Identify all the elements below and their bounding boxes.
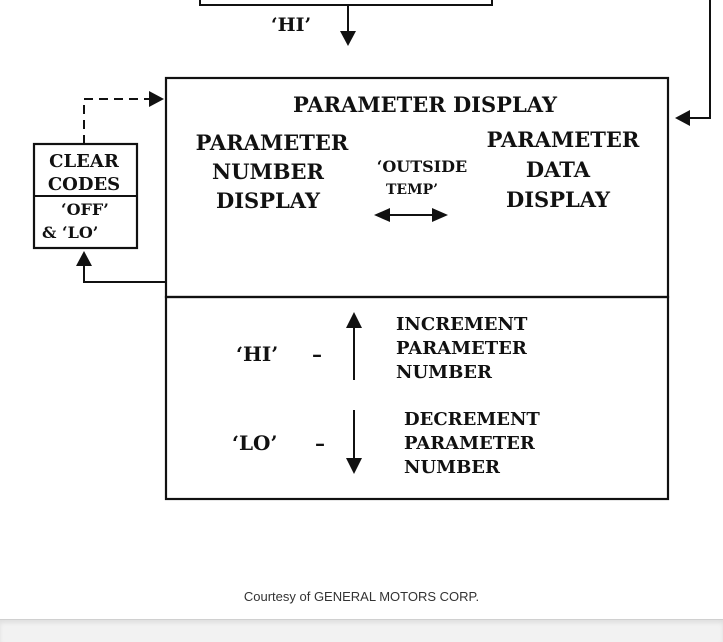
lo-dash: – [315, 431, 325, 455]
footer-bar [0, 619, 723, 642]
hi-dash: – [312, 342, 322, 366]
right-label-line-3: DISPLAY [506, 187, 611, 212]
return-arrow-head [76, 251, 92, 266]
right-feed-arrow-head [675, 110, 690, 126]
return-line [83, 264, 166, 283]
center-label-line-2: TEMP’ [386, 182, 438, 198]
dashed-feedback-line [83, 98, 150, 144]
side-top-line-1: CLEAR [49, 151, 120, 172]
center-arrow-head-right [432, 208, 448, 222]
credit-text: Courtesy of GENERAL MOTORS CORP. [243, 589, 480, 604]
increment-line-2: PARAMETER [396, 338, 528, 359]
decrement-line-1: DECREMENT [404, 409, 540, 430]
side-bottom-line-2: & ‘LO’ [42, 223, 98, 242]
right-feed-line [688, 0, 711, 119]
hi-label: ‘HI’ [236, 342, 278, 366]
side-bottom-line-1: ‘OFF’ [61, 200, 109, 219]
hi-arrow-head [340, 31, 356, 46]
increment-arrow-head [346, 312, 362, 328]
dashed-feedback-arrow-head [149, 91, 164, 107]
left-label-line-3: DISPLAY [216, 188, 321, 213]
increment-line-1: INCREMENT [396, 314, 528, 335]
center-label-line-1: ‘OUTSIDE [377, 157, 467, 176]
parameter-display-title: PARAMETER DISPLAY [293, 92, 558, 117]
right-label-line-2: DATA [526, 157, 591, 182]
decrement-line-2: PARAMETER [404, 433, 536, 454]
decrement-line-3: NUMBER [404, 457, 501, 478]
side-top-line-2: CODES [48, 174, 120, 195]
top-arrow-label: ‘HI’ [271, 14, 311, 36]
increment-line-3: NUMBER [396, 362, 493, 383]
left-label-line-1: PARAMETER [196, 130, 349, 155]
decrement-arrow-head [346, 458, 362, 474]
top-box-edge [199, 0, 493, 6]
increment-decrement-box [164, 295, 670, 501]
right-label-line-1: PARAMETER [487, 127, 640, 152]
center-arrow-head-left [374, 208, 390, 222]
lo-label: ‘LO’ [232, 431, 277, 455]
left-label-line-2: NUMBER [212, 159, 325, 184]
